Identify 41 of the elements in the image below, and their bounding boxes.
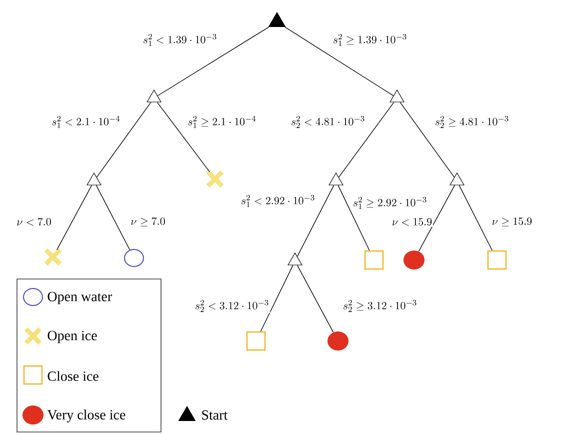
cross-marker (44, 248, 62, 266)
circle-marker (124, 249, 144, 267)
square-marker (246, 331, 266, 351)
edge-label: $s_1^2 \geq 2.92 \cdot 10^{-3}$ (352, 196, 428, 210)
branch-line (156, 102, 210, 172)
branch-line (296, 264, 334, 333)
legend-text: Open ice (48, 330, 97, 344)
legend-text: Very close ice (47, 410, 126, 422)
branch-line (96, 184, 130, 250)
edge-label: $\nu < 15.9$ (390, 217, 434, 227)
branch-line (400, 102, 455, 178)
dot-marker (404, 250, 424, 270)
branch-line (96, 102, 152, 178)
square-marker (487, 250, 507, 270)
edge-label: $s_1^2 \geq 1.39 \cdot 10^{-3}$ (332, 33, 408, 47)
edge-label: $s_1^2 < 2.1 \cdot 10^{-4}$ (50, 115, 122, 129)
edge-label: $s_2^2 \geq 3.12 \cdot 10^{-3}$ (342, 299, 418, 313)
branch-line (418, 184, 456, 252)
edge-label: $\nu \geq 7.0$ (130, 216, 166, 228)
edge-label: $\nu \geq 15.9$ (490, 216, 534, 228)
branch-line (260, 264, 294, 332)
branch-line (284, 26, 394, 96)
edge-label: $s_2^2 < 4.81 \cdot 10^{-3}$ (290, 115, 366, 129)
branch-line (296, 184, 334, 257)
branch-line (157, 26, 270, 96)
edge-label: $\nu < 7.0$ (16, 217, 52, 227)
dot-marker (328, 332, 348, 350)
cross-marker (206, 170, 224, 188)
branch-line (458, 184, 492, 251)
edge-label: $s_1^2 \geq 2.1 \cdot 10^{-4}$ (186, 115, 258, 129)
edge-label: $s_1^2 < 1.39 \cdot 10^{-3}$ (142, 33, 218, 47)
branch-line (338, 184, 370, 251)
square-marker (364, 250, 384, 270)
branch-line (338, 102, 394, 178)
legend-text: Start (202, 410, 228, 420)
edge-label: $s_2^2 \geq 4.81 \cdot 10^{-3}$ (434, 115, 510, 129)
edge-label: $s_2^2 < 3.12 \cdot 10^{-3}$ (194, 299, 270, 313)
legend-text: Open water (48, 292, 112, 304)
legend-text: Close ice (48, 371, 98, 381)
edge-label: $s_1^2 < 2.92 \cdot 10^{-3}$ (240, 194, 316, 208)
branch-line (56, 184, 92, 250)
